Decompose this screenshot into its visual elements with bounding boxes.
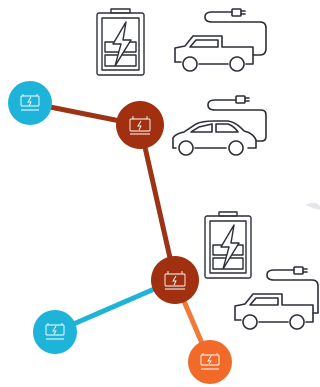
battery-module-icon bbox=[45, 323, 65, 340]
decorative-shadow bbox=[305, 202, 320, 210]
pickup-truck-charging-icon-lower bbox=[234, 266, 319, 330]
battery-module-icon bbox=[200, 353, 220, 370]
battery-module-icon bbox=[129, 116, 151, 135]
brown-node-bottom bbox=[151, 256, 199, 304]
connector-brown-top-to-brown-bottom bbox=[137, 122, 178, 283]
cyan-node-top bbox=[8, 81, 52, 125]
sedan-charging-icon bbox=[172, 95, 267, 156]
orange-node-bottom bbox=[188, 340, 232, 384]
pickup-truck-charging-icon bbox=[174, 8, 267, 72]
battery-charging-icon bbox=[96, 8, 145, 76]
cyan-node-bottom bbox=[33, 310, 77, 354]
battery-module-icon bbox=[20, 94, 40, 111]
brown-node-top bbox=[116, 101, 164, 149]
battery-charging-icon-lower bbox=[204, 211, 252, 279]
battery-module-icon bbox=[164, 271, 186, 290]
